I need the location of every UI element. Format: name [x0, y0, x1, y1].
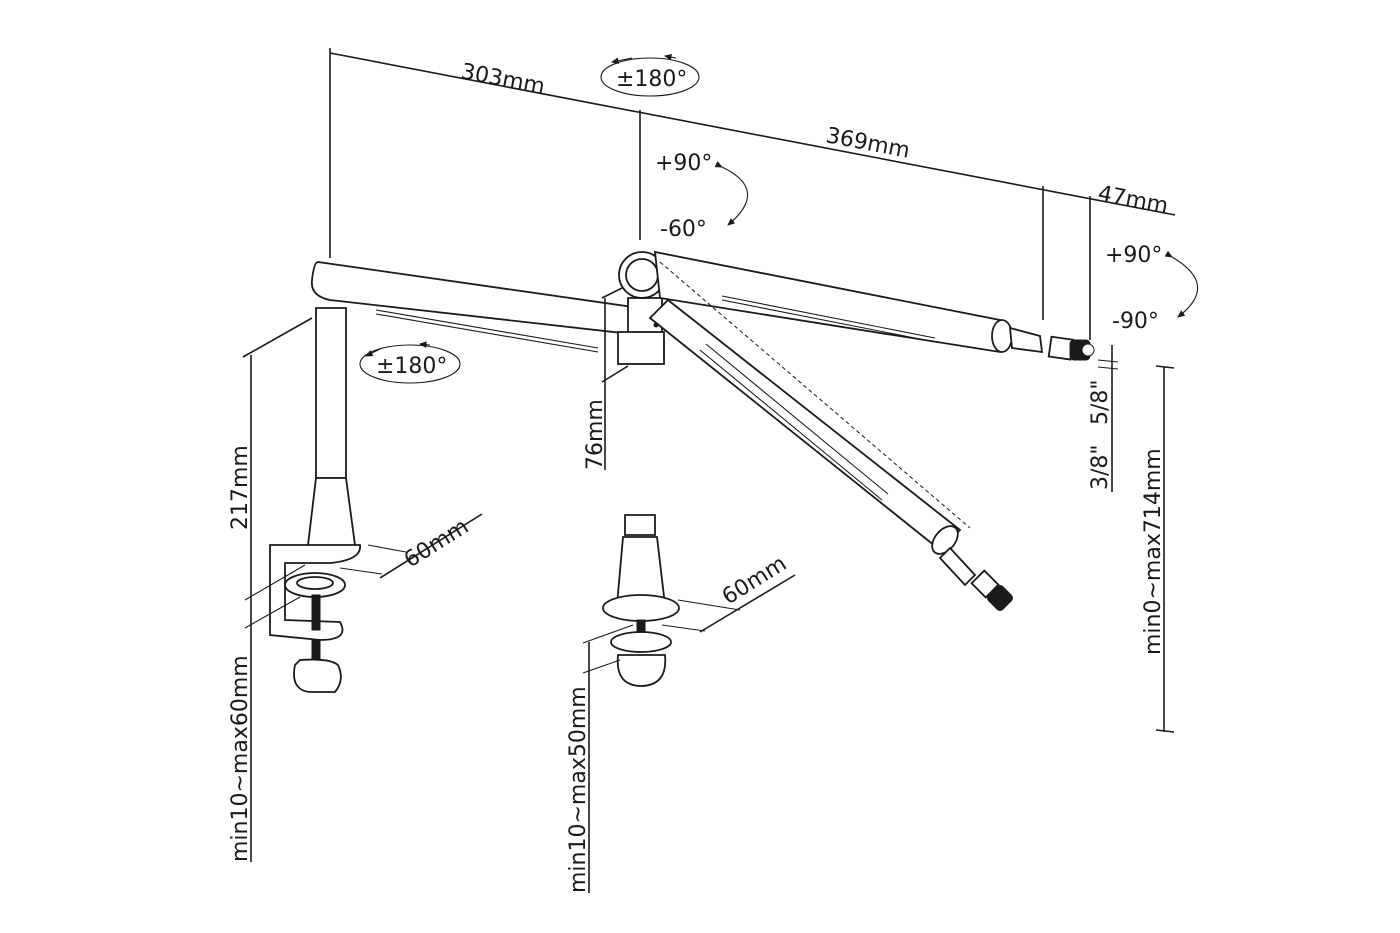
- grommet-thickness-label: min10~max50mm: [566, 686, 591, 893]
- top-dimension-line: [329, 48, 1176, 340]
- clamp-thickness-label: min10~max60mm: [228, 655, 253, 862]
- joint-rotation-label: ±180°: [616, 67, 687, 92]
- elbow-tilt-arrow-icon: [714, 161, 749, 226]
- grommet-base-width-dimension: [661, 574, 796, 633]
- joint-rotation-indicator: [600, 53, 700, 97]
- vertical-reach-label: min0~max714mm: [1141, 448, 1166, 655]
- pole-rotation-label: ±180°: [376, 354, 447, 379]
- arm-upper-length-label: 369mm: [824, 123, 912, 163]
- vertical-pole: [307, 307, 356, 554]
- c-clamp: [269, 544, 361, 693]
- clamp-thickness-dimension: [244, 564, 306, 629]
- arm-lower-length-label: 303mm: [459, 59, 547, 99]
- grommet-thickness-dimension: [582, 624, 634, 893]
- thread-large-label: 5/8": [1088, 379, 1113, 425]
- tip-mount: [991, 319, 1095, 361]
- tip-tilt-up-label: +90°: [1105, 243, 1162, 268]
- thread-small-label: 3/8": [1088, 444, 1113, 490]
- alternate-arm-position: [648, 261, 1013, 611]
- clamp-base-width-label: 60mm: [400, 514, 473, 573]
- tip-tilt-arrow-icon: [1164, 250, 1199, 318]
- grommet-mount: [602, 514, 680, 687]
- pole-rotation-indicator: [359, 341, 461, 384]
- joint-height-dimension: [601, 287, 629, 470]
- lower-arm: [310, 261, 641, 353]
- tip-offset-label: 47mm: [1096, 181, 1170, 219]
- clamp-base-width-dimension: [339, 513, 483, 579]
- grommet-base-width-label: 60mm: [718, 551, 791, 610]
- pole-height-dimension: [242, 317, 313, 862]
- joint-height-label: 76mm: [583, 399, 608, 470]
- elbow-tilt-up-label: +90°: [655, 151, 712, 176]
- tip-tilt-down-label: -90°: [1112, 309, 1159, 334]
- pole-height-label: 217mm: [228, 445, 253, 530]
- elbow-tilt-down-label: -60°: [660, 217, 707, 242]
- vertical-reach-dimension: [1155, 365, 1175, 733]
- thread-dimension: [1097, 345, 1119, 492]
